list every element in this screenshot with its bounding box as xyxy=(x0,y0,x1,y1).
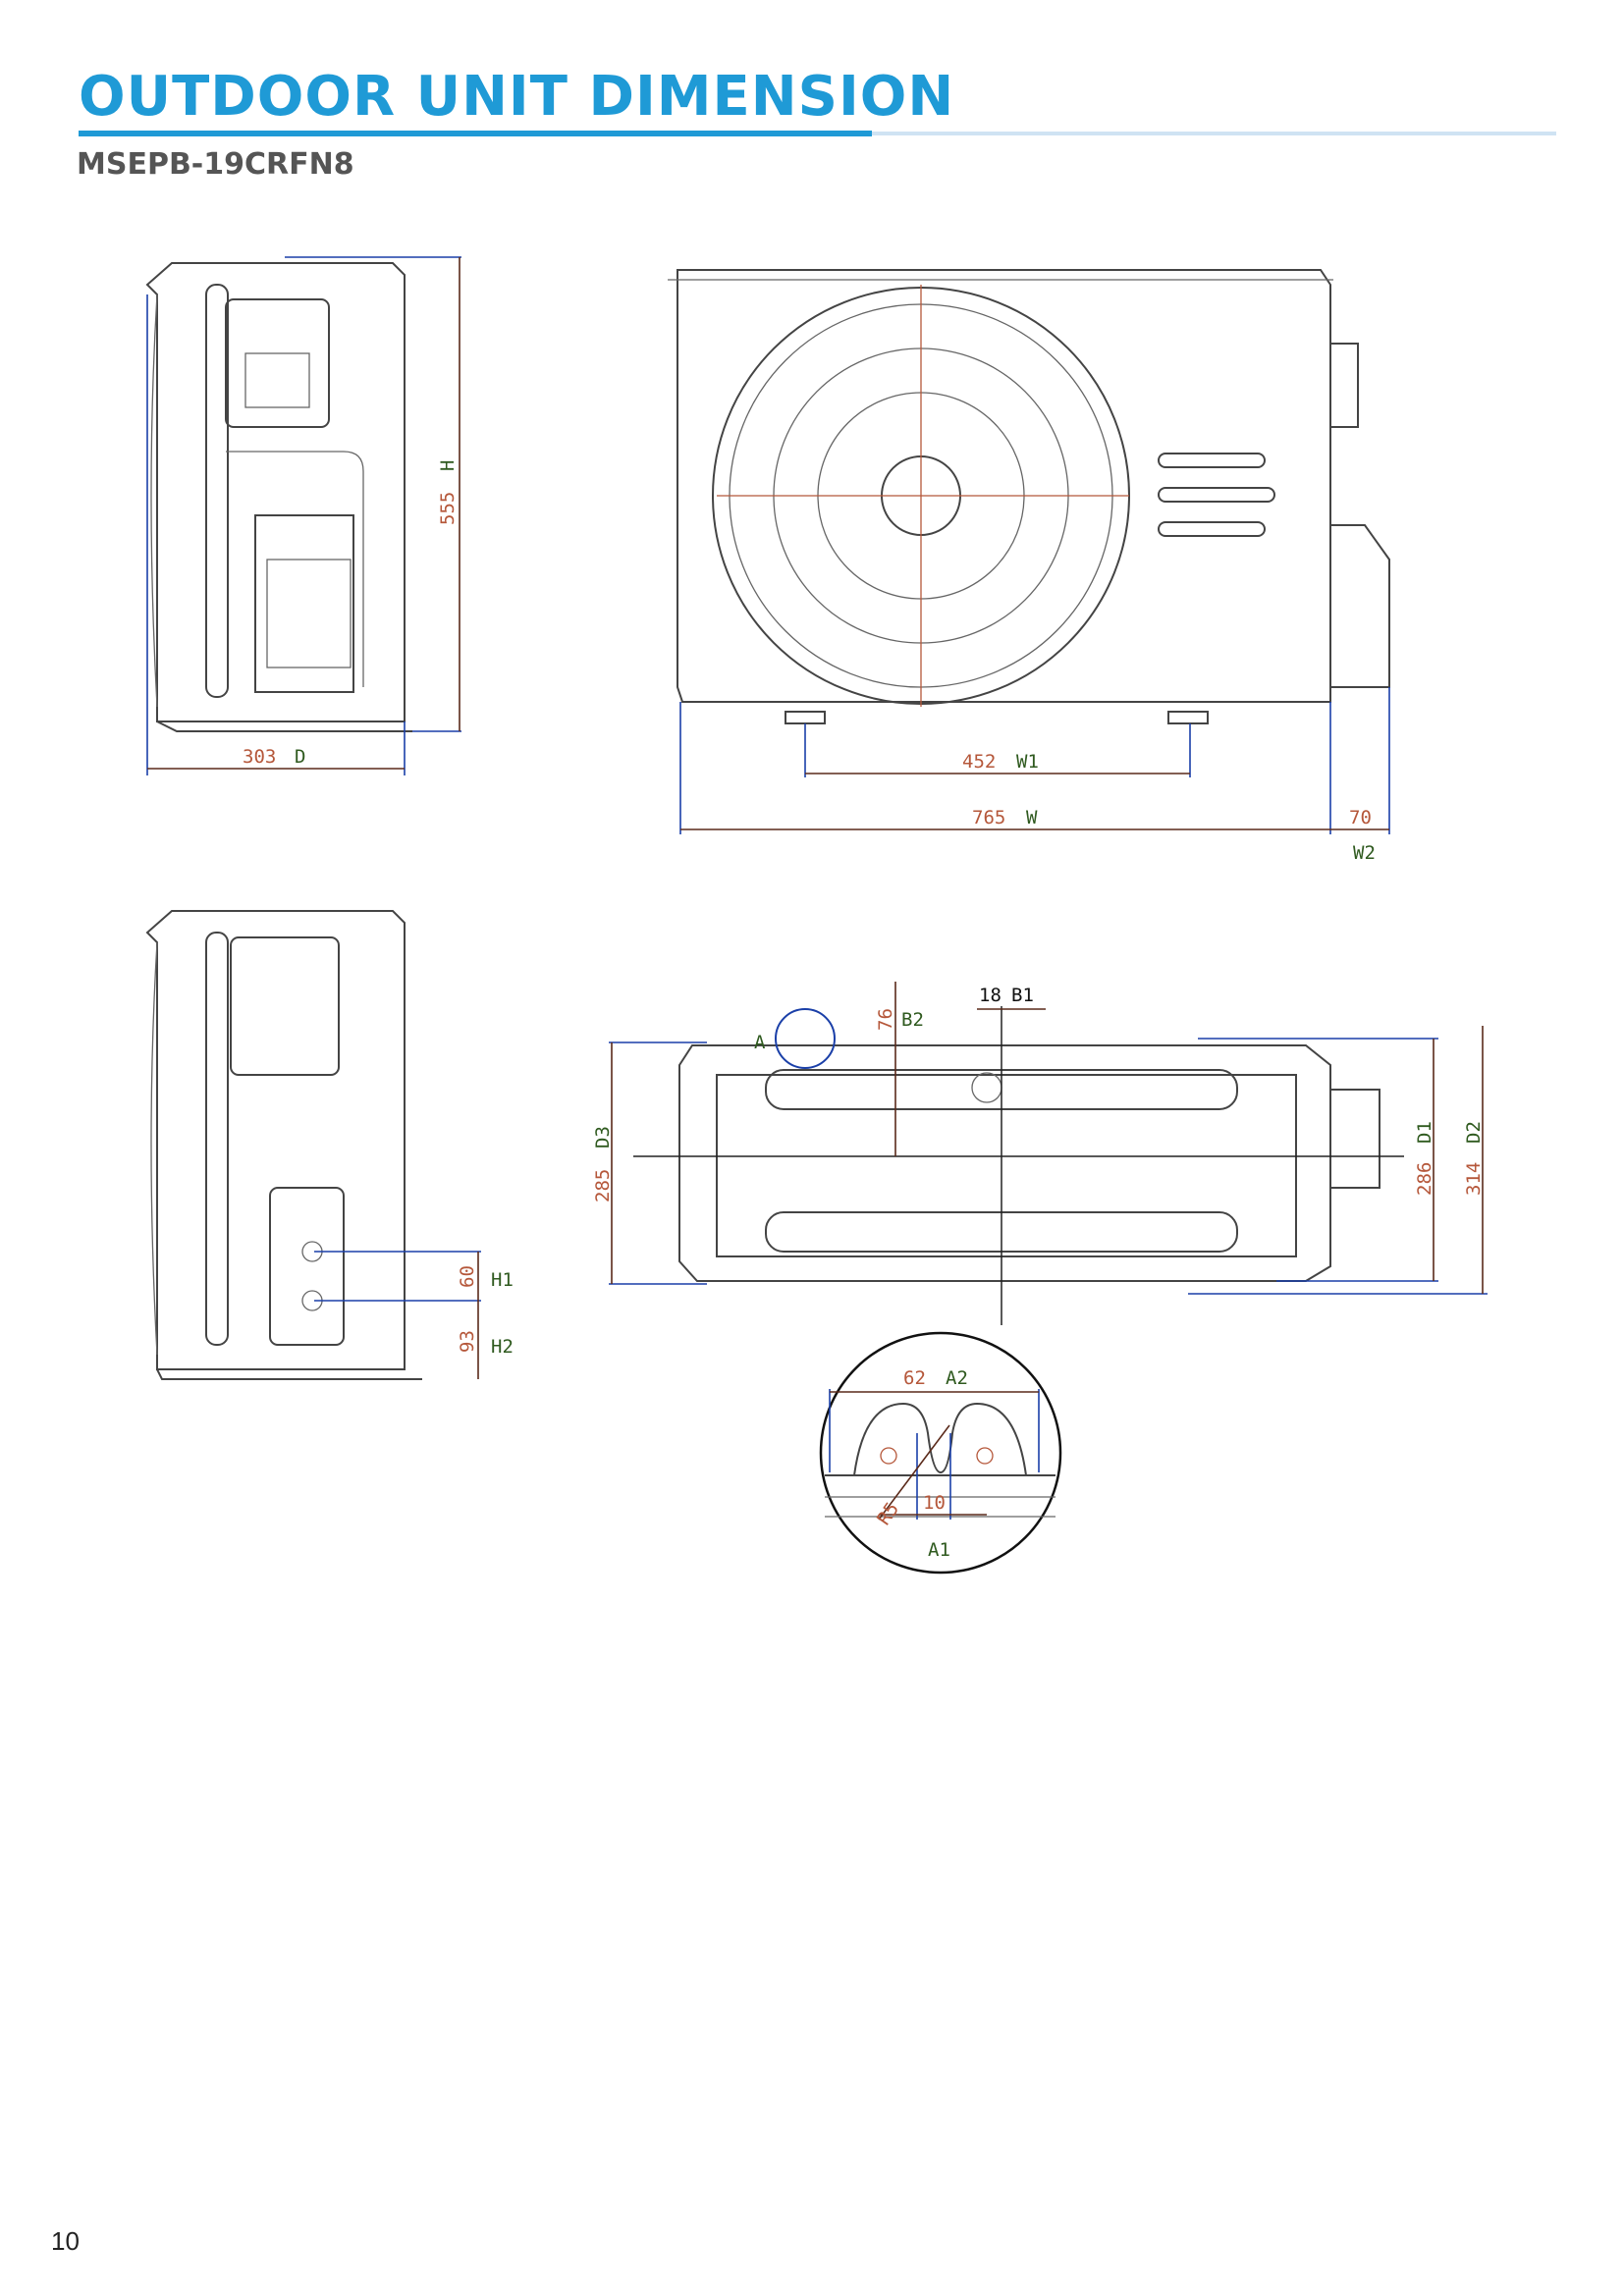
title-underline xyxy=(79,131,872,136)
dim-D2-label: D2 xyxy=(1463,1121,1485,1144)
dim-A1-label: A1 xyxy=(928,1539,950,1561)
front-view: 452 W1 765 W 70 W2 xyxy=(668,269,1390,864)
dim-A1-value: 10 xyxy=(923,1492,946,1514)
page-number: 10 xyxy=(51,2226,80,2256)
dim-B1-label: B1 xyxy=(1011,985,1034,1006)
dim-D1-label: D1 xyxy=(1414,1121,1435,1144)
dim-W1-value: 452 xyxy=(962,751,996,773)
detail-a-label: A xyxy=(754,1032,766,1053)
model-number: MSEPB-19CRFN8 xyxy=(77,147,354,182)
dim-H-value: 555 xyxy=(437,492,459,525)
dim-H2-value: 93 xyxy=(457,1330,478,1353)
dim-W2-label: W2 xyxy=(1353,842,1376,864)
page-title: OUTDOOR UNIT DIMENSION xyxy=(79,65,955,129)
dim-W1-label: W1 xyxy=(1016,751,1039,773)
dim-R5-value: R5 xyxy=(873,1498,903,1528)
side-view-bottom: 60 H1 93 H2 xyxy=(145,910,514,1380)
dim-D3-value: 285 xyxy=(592,1169,614,1202)
dim-W2-value: 70 xyxy=(1349,807,1372,828)
dim-D1-value: 286 xyxy=(1414,1162,1435,1196)
dim-W-label: W xyxy=(1026,807,1038,828)
dim-B1-value: 18 xyxy=(979,985,1001,1006)
dim-D-value: 303 xyxy=(243,746,276,768)
dim-B2-label: B2 xyxy=(901,1009,924,1031)
dim-H-label: H xyxy=(437,460,459,471)
dim-B2-value: 76 xyxy=(875,1008,896,1031)
dim-D-label: D xyxy=(295,746,305,768)
dim-D2-value: 314 xyxy=(1463,1162,1485,1196)
detail-a-view: 62 A2 10 R5 A1 xyxy=(819,1331,1062,1575)
top-view: A 285 D3 286 D1 314 D2 76 B2 18 B1 xyxy=(592,982,1488,1325)
dim-H1-label: H1 xyxy=(491,1269,514,1291)
dim-D3-label: D3 xyxy=(592,1126,614,1148)
dim-H2-label: H2 xyxy=(491,1336,514,1358)
dim-H1-value: 60 xyxy=(457,1265,478,1288)
title-rule-extension xyxy=(872,132,1556,135)
detail-a-marker xyxy=(775,1008,836,1069)
dim-A2-label: A2 xyxy=(946,1367,968,1389)
dim-A2-value: 62 xyxy=(903,1367,926,1389)
side-view-top: 555 H 303 D xyxy=(145,256,461,775)
dim-W-value: 765 xyxy=(972,807,1005,828)
